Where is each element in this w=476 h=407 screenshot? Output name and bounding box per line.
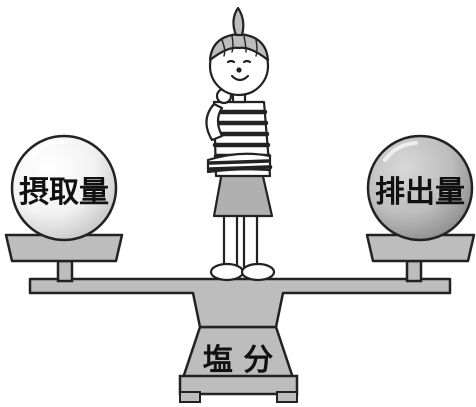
base-label: 塩 分 [203, 343, 273, 378]
girl-figure [205, 6, 276, 282]
intake-label: 摂取量 [19, 175, 109, 210]
excretion-ball [366, 134, 474, 242]
excretion-label: 排出量 [375, 175, 465, 210]
intake-ball [10, 134, 118, 242]
scale-base [178, 325, 299, 403]
